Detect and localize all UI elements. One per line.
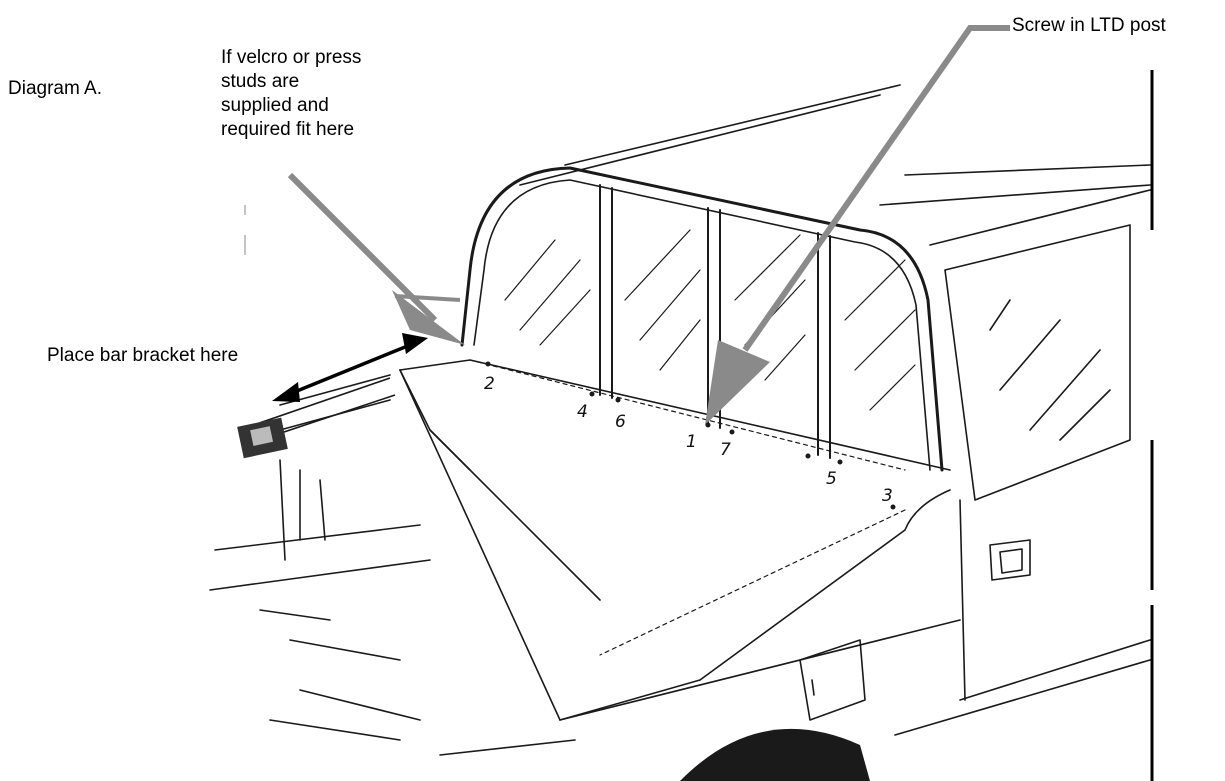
glass-hatching	[504, 229, 916, 411]
point-number-5: 5	[826, 469, 837, 489]
velcro-arrow	[287, 172, 465, 345]
diagram-title: Diagram A.	[8, 78, 102, 99]
window-posts	[599, 184, 831, 459]
point-number-3: 3	[882, 486, 893, 506]
rear-window-frame	[460, 166, 944, 472]
truck-bed	[209, 374, 961, 756]
velcro-note: If velcro or press studs are supplied an…	[221, 47, 362, 140]
bar-bracket-arrow	[272, 333, 428, 402]
point-number-1: 1	[686, 432, 697, 452]
cab-body	[894, 189, 1151, 736]
point-number-6: 6	[615, 412, 626, 432]
point-number-7: 7	[720, 440, 731, 460]
cab-roof-outline	[519, 84, 1151, 206]
cab-side-window	[944, 224, 1131, 501]
fixing-points	[485, 361, 896, 510]
tonneau-cover	[399, 359, 951, 721]
screw-post-label: Screw in LTD post	[1012, 15, 1166, 36]
point-number-2: 2	[484, 374, 495, 394]
bar-bracket-label: Place bar bracket here	[47, 345, 239, 366]
screw-post-arrow	[705, 25, 1010, 425]
point-number-4: 4	[577, 402, 588, 422]
wheel-arch	[799, 639, 866, 721]
wheel	[680, 728, 870, 781]
bar-bracket	[237, 377, 396, 459]
